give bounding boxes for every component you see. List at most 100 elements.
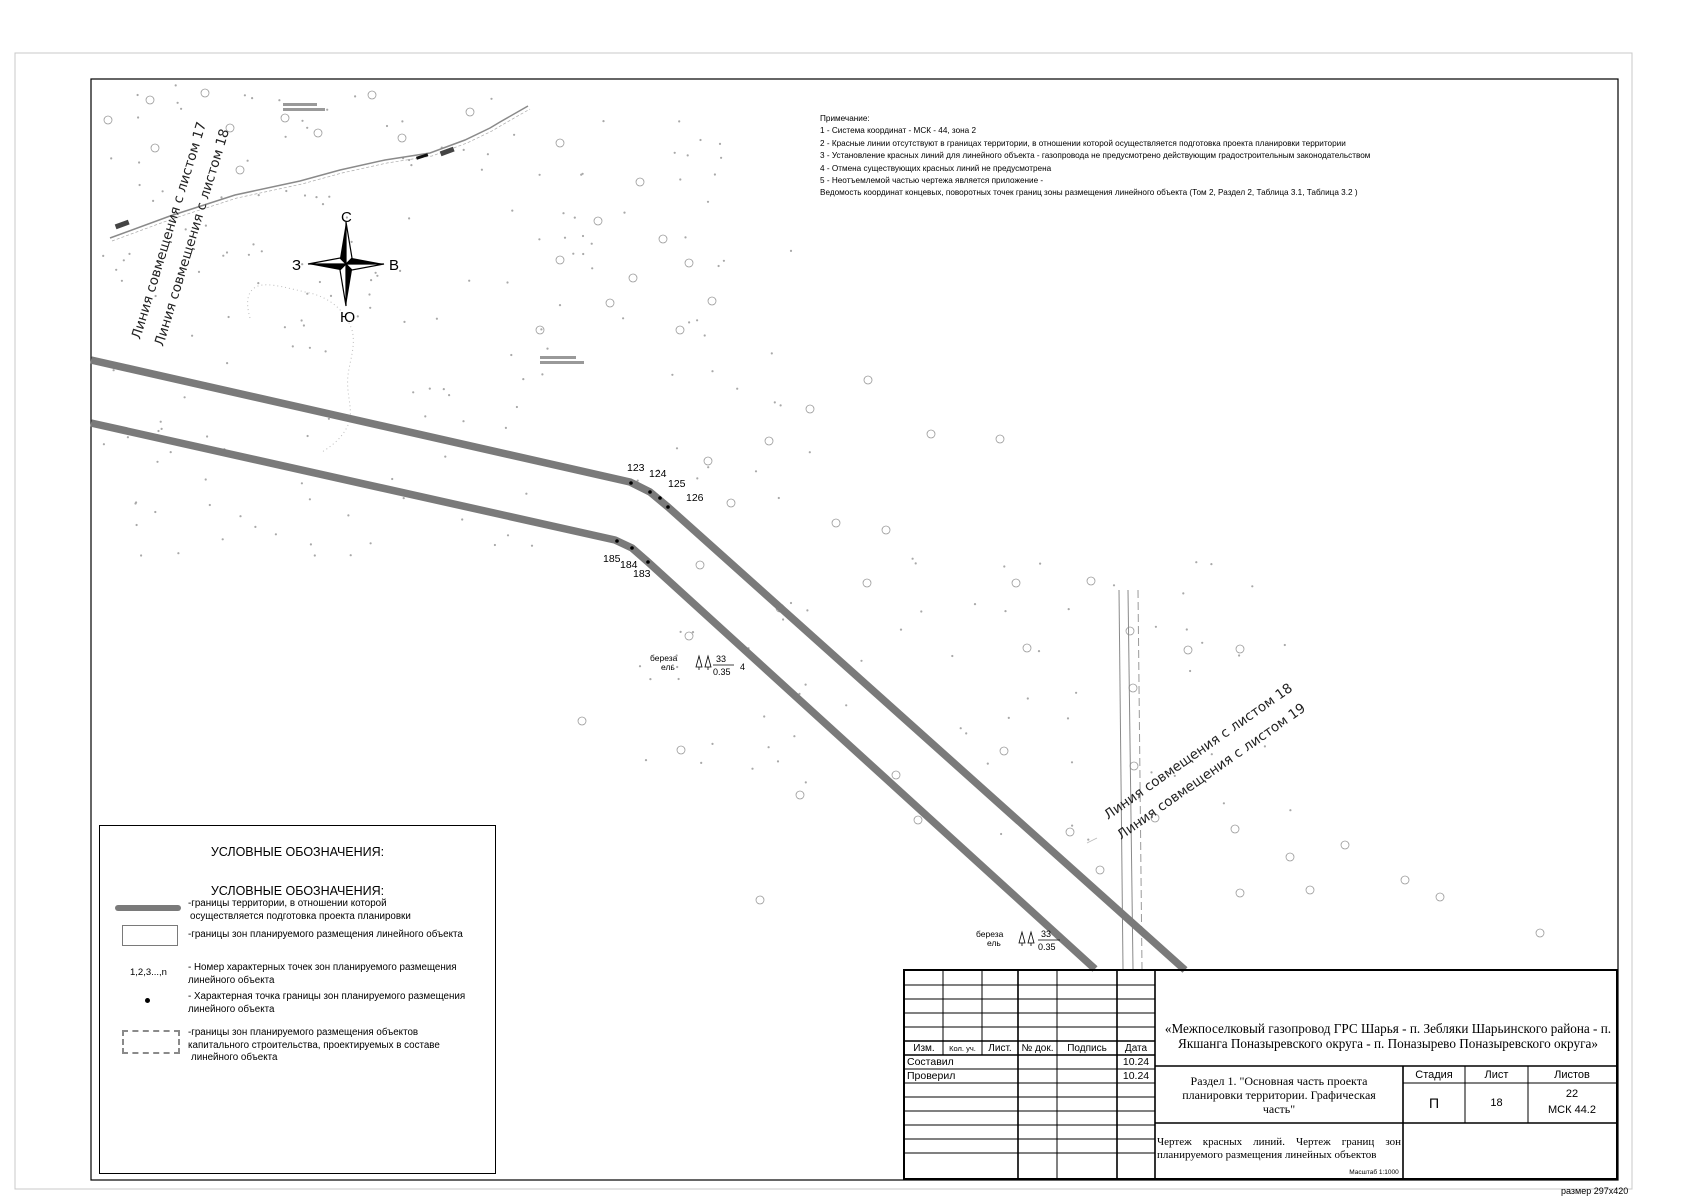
terrain-dot-marker [370, 279, 373, 282]
terrain-circle-marker [831, 518, 841, 528]
sheets-value: 22 [1565, 1088, 1579, 1100]
terrain-dot-marker [1087, 838, 1090, 841]
terrain-circle-marker [145, 95, 155, 105]
terrain-dot-marker [135, 523, 138, 527]
terrain-dot-marker [412, 391, 415, 394]
terrain-dot-marker [1003, 565, 1006, 568]
terrain-dot-marker [563, 236, 567, 239]
terrain-dot-marker [911, 557, 914, 560]
terrain-dot-marker [1071, 824, 1074, 827]
note-line-1: 1 - Система координат - МСК - 44, зона 2 [820, 126, 977, 136]
terrain-circle-marker [881, 525, 891, 535]
terrain-dot-marker [306, 126, 309, 129]
terrain-dot-marker [206, 435, 209, 438]
terrain-dot-marker [751, 767, 754, 770]
legend-item-1: -границы территории, в отношении которой… [188, 898, 411, 923]
terrain-dot-marker [1263, 745, 1266, 748]
terrain-dot-marker [504, 426, 507, 429]
terrain-circle-marker [999, 746, 1009, 756]
terrain-circle-marker [1065, 827, 1075, 837]
terrain-dot-marker [222, 254, 225, 257]
terrain-dot-marker [973, 603, 977, 606]
terrain-dot-marker [156, 460, 159, 463]
terrain-dot-marker [161, 190, 164, 193]
sheet-value: 18 [1490, 1097, 1503, 1109]
terrain-dot-marker [493, 543, 496, 547]
terrain-circle-marker [862, 578, 872, 588]
terrain-circle-marker [1400, 875, 1410, 885]
terrain-dot-marker [754, 470, 758, 473]
composed-by-label: Составил [907, 1056, 954, 1068]
tree-species-2b: ель [987, 938, 1001, 948]
terrain-dot-marker [720, 156, 723, 159]
terrain-circle-marker [684, 631, 694, 641]
point-marker-185 [615, 539, 619, 543]
terrain-circle-marker [555, 255, 565, 265]
terrain-dot-marker [770, 352, 773, 355]
header-list: Лист. [988, 1042, 1012, 1054]
legend-item-3-line1: - Номер характерных точек зон планируемо… [188, 962, 457, 973]
terrain-dot-marker [538, 173, 541, 176]
terrain-dot-marker [462, 420, 465, 423]
terrain-dot-marker [675, 654, 678, 657]
terrain-dot-marker [152, 199, 155, 202]
notes-title: Примечание: [820, 114, 870, 123]
terrain-dot-marker [174, 84, 177, 87]
terrain-dot-marker [221, 538, 224, 541]
terrain-dot-marker [776, 760, 780, 763]
terrain-dot-marker [804, 781, 807, 784]
terrain-circle-marker [995, 434, 1005, 444]
legend-point-number-symbol: 1,2,3...,n [130, 967, 167, 978]
terrain-dot-marker [435, 317, 438, 320]
note-line-6: Ведомость координат концевых, поворотных… [820, 188, 1358, 198]
terrain-circle-marker [1129, 761, 1139, 771]
terrain-dot-marker [691, 631, 695, 634]
terrain-dot-marker [1195, 561, 1198, 564]
terrain-dot-marker [112, 369, 115, 372]
terrain-dot-marker [410, 164, 413, 167]
terrain-dot-marker [374, 271, 377, 274]
terrain-dot-marker [686, 154, 689, 157]
terrain-dot-marker [302, 324, 305, 327]
terrain-dot-marker [368, 293, 371, 296]
terrain-dot-marker [1000, 832, 1003, 836]
legend-item-3-line2: линейного объекта [188, 974, 275, 986]
legend-item-5-line1: -границы зон планируемого размещения объ… [188, 1027, 419, 1038]
terrain-circle-marker [1435, 892, 1445, 902]
terrain-dot-marker [184, 228, 187, 231]
terrain-dot-marker [136, 93, 139, 97]
terrain-dot-marker [1210, 753, 1213, 756]
terrain-dot-marker [176, 101, 179, 104]
terrain-circle-marker [1230, 824, 1240, 834]
terrain-dot-marker [657, 469, 660, 472]
terrain-dot-marker [1026, 697, 1029, 700]
terrain-dot-marker [208, 503, 211, 507]
terrain-dot-marker [845, 704, 848, 707]
terrain-dot-marker [506, 534, 510, 537]
terrain-dot-marker [247, 253, 250, 256]
terrain-dot-marker [324, 350, 327, 353]
terrain-circle-marker [913, 815, 923, 825]
terrain-circle-marker [1150, 813, 1160, 823]
terrain-dot-marker [138, 161, 141, 164]
terrain-dot-marker [684, 236, 687, 239]
terrain-dot-marker [356, 315, 359, 318]
point-marker-184 [630, 546, 634, 550]
terrain-circle-marker [1535, 928, 1545, 938]
terrain-circle-marker [764, 436, 774, 446]
terrain-dot-marker [239, 515, 242, 518]
terrain-dot-marker [677, 677, 680, 681]
terrain-dot-marker [1289, 809, 1292, 812]
terrain-dot-marker [736, 387, 739, 390]
project-code: МСК 44.2 [1548, 1104, 1596, 1116]
terrain-circle-marker [535, 325, 545, 335]
terrain-dot-marker [513, 133, 516, 136]
terrain-dot-marker [490, 97, 493, 100]
terrain-dot-marker [252, 243, 255, 246]
terrain-dot-marker [649, 678, 652, 681]
terrain-dot-marker [251, 97, 254, 100]
terrain-dot-marker [486, 153, 489, 156]
characteristic-points [615, 481, 670, 564]
terrain-circle-marker [703, 456, 713, 466]
compass-north-label: С [341, 209, 352, 226]
